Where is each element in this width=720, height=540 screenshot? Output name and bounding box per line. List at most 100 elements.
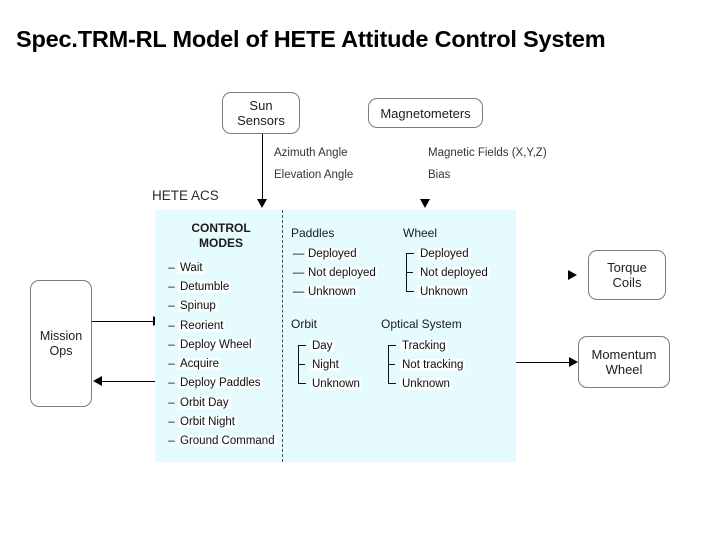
momentum-wheel-arrow-icon <box>569 357 578 367</box>
hete-acs-label: HETE ACS <box>152 188 219 203</box>
control-modes-heading-line2: MODES <box>198 236 243 250</box>
sun-sensors-box: Sun Sensors <box>222 92 300 134</box>
wheel-item[interactable]: Unknown <box>418 282 503 301</box>
optical-system-item[interactable]: Unknown <box>400 374 485 393</box>
paddles-item[interactable]: —Deployed <box>291 244 391 263</box>
signal-elevation-angle: Elevation Angle <box>274 169 354 181</box>
wheel-item-label: Unknown <box>418 285 470 298</box>
wheel-item-label: Not deployed <box>418 266 490 279</box>
wheel-item-label: Deployed <box>418 247 471 260</box>
list-bullet-dash-icon: – <box>168 377 175 390</box>
paddles-item-label: Deployed <box>306 247 359 260</box>
control-mode-label: Wait <box>178 261 205 274</box>
paddles-item[interactable]: —Unknown <box>291 282 391 301</box>
wheel-heading: Wheel <box>403 226 438 240</box>
hete-acs-panel: CONTROL MODES –Wait–Detumble–Spinup–Reor… <box>155 210 516 462</box>
control-modes-heading-line1: CONTROL <box>191 221 251 235</box>
momentum-wheel-label-line2: Wheel <box>605 362 643 377</box>
control-mode-item[interactable]: –Acquire <box>165 354 280 373</box>
signal-magnetic-fields: Magnetic Fields (X,Y,Z) <box>428 147 547 159</box>
control-mode-item[interactable]: –Orbit Day <box>165 393 280 412</box>
mission-ops-label-line2: Ops <box>49 343 73 358</box>
sun-sensors-arrow-icon <box>257 199 267 208</box>
sun-sensors-connector-line <box>262 134 263 202</box>
bracket-tick-icon <box>298 364 305 365</box>
orbit-heading: Orbit <box>291 317 318 331</box>
list-bullet-dash-icon: – <box>168 358 175 371</box>
list-bullet-dash-icon: — <box>292 285 305 298</box>
signal-bias: Bias <box>428 169 451 181</box>
control-mode-label: Deploy Wheel <box>178 338 254 351</box>
paddles-heading: Paddles <box>291 226 335 240</box>
paddles-item-label: Not deployed <box>306 266 378 279</box>
control-mode-label: Reorient <box>178 319 226 332</box>
list-bullet-dash-icon: – <box>168 300 175 313</box>
control-mode-item[interactable]: –Reorient <box>165 316 280 335</box>
momentum-wheel-box: Momentum Wheel <box>578 336 670 388</box>
wheel-item[interactable]: Not deployed <box>418 263 503 282</box>
mission-ops-input-line <box>100 381 162 382</box>
list-bullet-dash-icon: – <box>168 338 175 351</box>
page-title: Spec.TRM-RL Model of HETE Attitude Contr… <box>16 26 606 52</box>
magnetometers-label: Magnetometers <box>380 105 471 121</box>
list-bullet-dash-icon: – <box>168 396 175 409</box>
signal-azimuth-angle: Azimuth Angle <box>274 147 348 159</box>
list-bullet-dash-icon: – <box>168 416 175 429</box>
paddles-group: —Deployed—Not deployed—Unknown <box>291 244 391 301</box>
magnetometers-box: Magnetometers <box>368 98 483 128</box>
mission-ops-box: Mission Ops <box>30 280 92 407</box>
control-mode-item[interactable]: –Detumble <box>165 277 280 296</box>
orbit-item-label: Night <box>310 358 341 371</box>
wheel-item[interactable]: Deployed <box>418 244 503 263</box>
sun-sensors-label-line1: Sun <box>249 98 273 113</box>
paddles-item-label: Unknown <box>306 285 358 298</box>
optical-system-item-label: Not tracking <box>400 358 466 371</box>
torque-coils-arrow-icon <box>568 270 577 280</box>
optical-system-item[interactable]: Not tracking <box>400 355 485 374</box>
list-bullet-dash-icon: – <box>168 319 175 332</box>
control-mode-label: Acquire <box>178 358 221 371</box>
control-mode-label: Deploy Paddles <box>178 377 263 390</box>
list-bullet-dash-icon: – <box>168 435 175 448</box>
orbit-item[interactable]: Day <box>310 336 395 355</box>
torque-coils-label-line2: Coils <box>612 275 642 290</box>
control-mode-item[interactable]: –Orbit Night <box>165 412 280 431</box>
orbit-item[interactable]: Night <box>310 355 395 374</box>
torque-coils-box: Torque Coils <box>588 250 666 300</box>
list-bullet-dash-icon: — <box>292 247 305 260</box>
torque-coils-label-line1: Torque <box>607 260 647 275</box>
paddles-item-list: —Deployed—Not deployed—Unknown <box>291 244 391 301</box>
control-mode-label: Orbit Day <box>178 396 231 409</box>
mission-ops-input-arrow-icon <box>93 376 102 386</box>
optical-system-item-label: Tracking <box>400 339 448 352</box>
momentum-wheel-label-line1: Momentum <box>591 347 657 362</box>
sun-sensors-label-line2: Sensors <box>237 113 285 128</box>
bracket-tick-icon <box>406 272 413 273</box>
list-bullet-dash-icon: – <box>168 280 175 293</box>
control-mode-item[interactable]: –Wait <box>165 258 280 277</box>
control-mode-item[interactable]: –Spinup <box>165 297 280 316</box>
list-bullet-dash-icon: — <box>292 266 305 279</box>
control-mode-item[interactable]: –Ground Command <box>165 432 280 451</box>
orbit-item[interactable]: Unknown <box>310 374 395 393</box>
control-modes-heading: CONTROL MODES <box>183 221 259 251</box>
momentum-wheel-line <box>516 362 574 363</box>
optical-system-item-label: Unknown <box>400 377 452 390</box>
orbit-item-label: Unknown <box>310 377 362 390</box>
acs-panel-divider <box>282 210 283 462</box>
control-mode-label: Ground Command <box>178 435 277 448</box>
control-mode-label: Orbit Night <box>178 416 237 429</box>
paddles-item[interactable]: —Not deployed <box>291 263 391 282</box>
mission-ops-label-line1: Mission <box>39 328 83 343</box>
optical-system-item[interactable]: Tracking <box>400 336 485 355</box>
control-mode-item[interactable]: –Deploy Wheel <box>165 335 280 354</box>
bracket-tick-icon <box>388 364 395 365</box>
control-mode-item[interactable]: –Deploy Paddles <box>165 374 280 393</box>
control-modes-list: –Wait–Detumble–Spinup–Reorient–Deploy Wh… <box>165 258 280 451</box>
